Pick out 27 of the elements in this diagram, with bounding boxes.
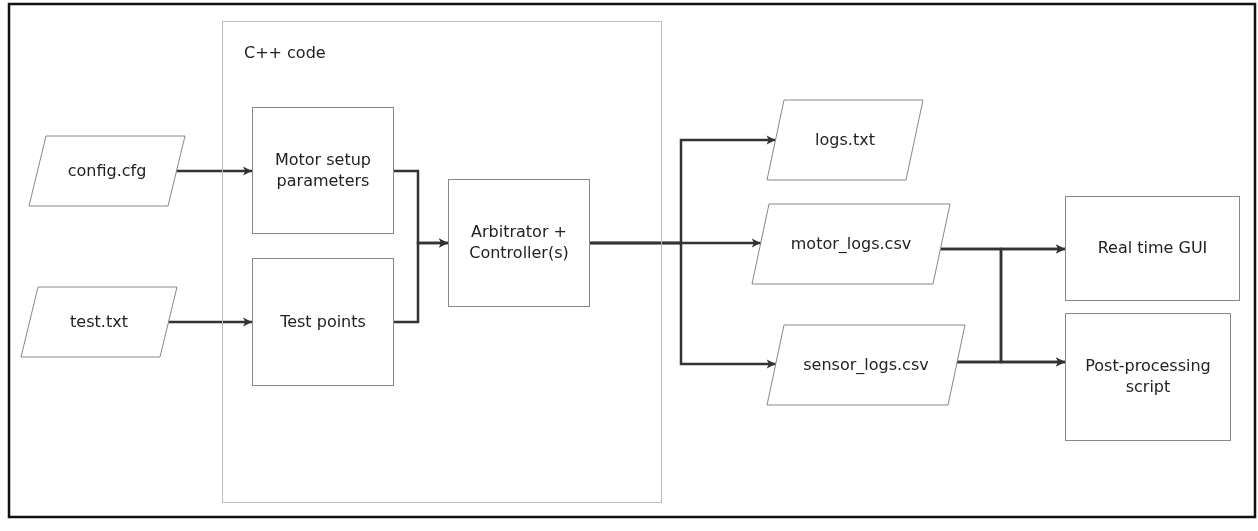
node-label: Real time GUI: [1097, 238, 1208, 259]
arrow: [176, 166, 252, 176]
arrow: [168, 317, 252, 327]
node-label: Motor setup parameters: [273, 149, 373, 192]
node-label: config.cfg: [67, 160, 147, 182]
code-group-box: [222, 21, 662, 503]
data-file-parallelogram: [767, 100, 923, 180]
process-box: [448, 179, 590, 307]
data-file-parallelogram: [752, 204, 950, 284]
process-box: [252, 258, 394, 386]
data-file-parallelogram: [29, 136, 185, 206]
process-box: [252, 107, 394, 234]
node-label: logs.txt: [815, 129, 875, 151]
node-label: motor_logs.csv: [790, 233, 912, 255]
node-label: sensor_logs.csv: [803, 354, 929, 376]
data-file-parallelogram: [21, 287, 177, 357]
group-title: C++ code: [244, 43, 326, 64]
arrow: [394, 238, 448, 324]
arrow: [590, 241, 776, 369]
node-label: test.txt: [70, 311, 128, 333]
arrow: [957, 357, 1065, 367]
node-label: Test points: [280, 311, 366, 333]
process-box: [1065, 196, 1240, 301]
process-box: [1065, 313, 1231, 441]
node-label: Arbitrator + Controller(s): [468, 222, 570, 264]
data-file-parallelogram: [767, 325, 965, 405]
node-label: Post-processing script: [1084, 356, 1212, 398]
